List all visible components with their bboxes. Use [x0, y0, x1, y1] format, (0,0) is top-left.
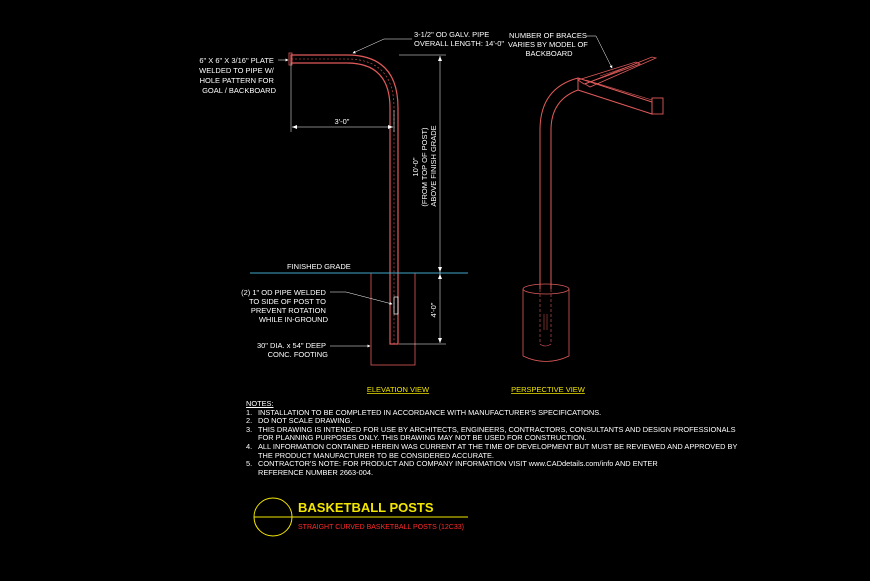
finished-grade-label: FINISHED GRADE	[287, 262, 351, 271]
note-item-5: 5.CONTRACTOR'S NOTE: FOR PRODUCT AND COM…	[246, 459, 658, 477]
embed-dimension: 4'-0"	[429, 302, 438, 317]
anti-rotation-label: (2) 1" OD PIPE WELDED TO SIDE OF POST TO…	[241, 288, 328, 324]
mounting-plate	[288, 52, 293, 66]
title-block: BASKETBALL POSTS STRAIGHT CURVED BASKETB…	[253, 497, 468, 537]
drawing-subtitle: STRAIGHT CURVED BASKETBALL POSTS (12C33)	[298, 524, 464, 531]
offset-dimension: 3'-0"	[335, 117, 350, 126]
elevation-view-title: ELEVATION VIEW	[367, 385, 430, 394]
note-item-3: 3.THIS DRAWING IS INTENDED FOR USE BY AR…	[246, 424, 736, 443]
note-item-1: 1.INSTALLATION TO BE COMPLETED IN ACCORD…	[246, 407, 602, 417]
notes-heading: NOTES:	[246, 399, 274, 408]
perspective-post	[539, 77, 579, 289]
notes: NOTES: 1.INSTALLATION TO BE COMPLETED IN…	[246, 399, 738, 477]
concrete-footing	[370, 272, 416, 366]
anti-rotation-pipe	[393, 296, 399, 315]
note-item-2: 2.DO NOT SCALE DRAWING.	[246, 416, 353, 426]
perspective-view: NUMBER OF BRACES VARIES BY MODEL OF BACK…	[508, 31, 664, 394]
plate-label: 6" X 6" X 3/16" PLATE WELDED TO PIPE W/ …	[199, 56, 276, 95]
backboard-braces	[577, 61, 642, 85]
perspective-view-title: PERSPECTIVE VIEW	[511, 385, 586, 394]
footing-label: 30" DIA. x 54" DEEP CONC. FOOTING	[257, 341, 328, 359]
braces-label: NUMBER OF BRACES VARIES BY MODEL OF BACK…	[508, 31, 590, 58]
drawing-title: BASKETBALL POSTS	[298, 500, 434, 515]
pipe-label: 3-1/2" OD GALV. PIPE OVERALL LENGTH: 14'…	[414, 30, 504, 48]
height-dimension: 10'-0" (FROM TOP OF POST) ABOVE FINISH G…	[411, 125, 438, 206]
note-item-4: 4.ALL INFORMATION CONTAINED HEREIN WAS C…	[246, 441, 738, 460]
elevation-view: 3'-0" 10'-0" (FROM TOP OF POST) ABOVE FI…	[199, 30, 504, 394]
perspective-plate	[651, 97, 664, 115]
